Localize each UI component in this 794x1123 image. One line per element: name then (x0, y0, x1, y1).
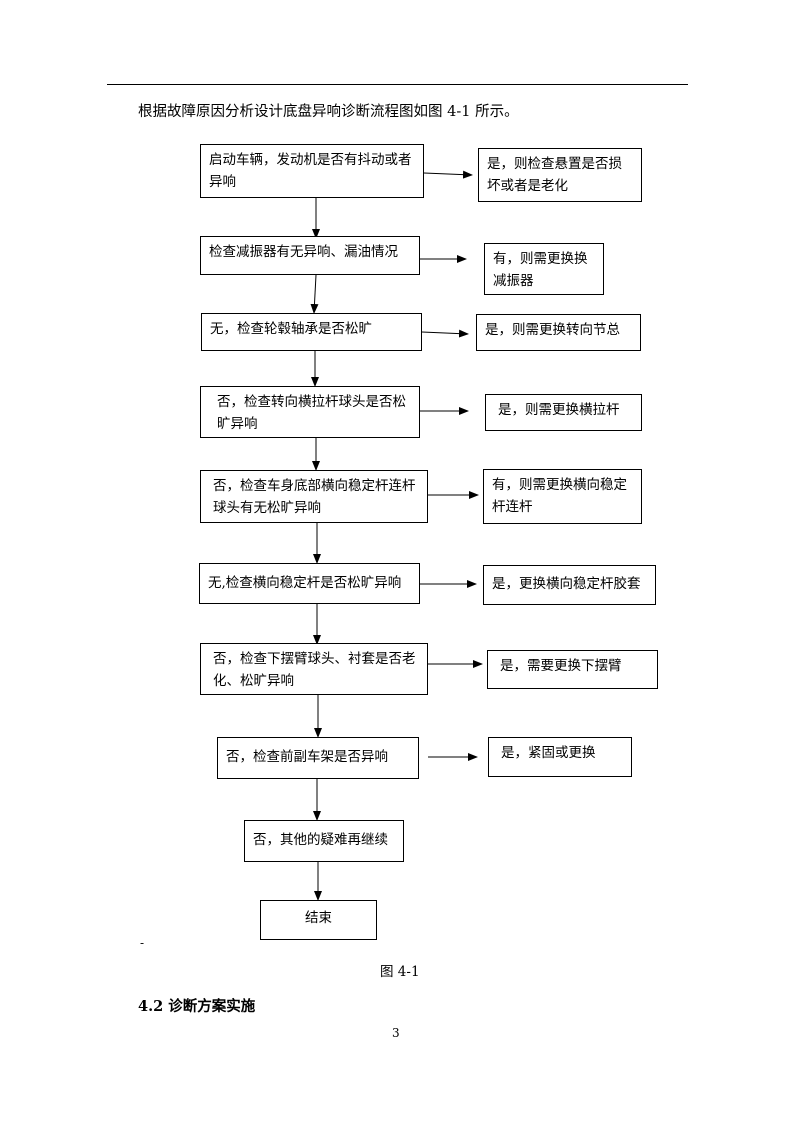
arrow-down-2 (310, 274, 319, 314)
flow-step-2: 检查减振器有无异响、漏油情况 (200, 236, 420, 275)
flow-step-5: 否，检查车身底部横向稳定杆连杆球头有无松旷异响 (200, 470, 428, 523)
flow-end: 结束 (260, 900, 377, 940)
flow-step-6: 无,检查横向稳定杆是否松旷异响 (199, 563, 420, 604)
flow-result-3: 是，则需更换转向节总 (476, 314, 641, 351)
flow-step-8: 否，检查前副车架是否异响 (217, 737, 419, 779)
flow-step-3: 无，检查轮毂轴承是否松旷 (201, 313, 422, 351)
page-number: 3 (392, 1026, 400, 1040)
flow-result-6: 是，更换横向稳定杆胶套 (483, 565, 656, 605)
figure-caption: 图 4-1 (380, 964, 420, 980)
flow-step-final: 否，其他的疑难再继续 (244, 820, 404, 862)
flow-result-7: 是，需要更换下摆臂 (487, 650, 658, 689)
flow-step-7: 否，检查下摆臂球头、衬套是否老化、松旷异响 (200, 643, 428, 695)
flow-step-4: 否，检查转向横拉杆球头是否松旷异响 (200, 386, 420, 438)
arrow-right-1 (423, 170, 473, 179)
flow-result-5: 有，则需更换横向稳定杆连杆 (483, 469, 642, 524)
flow-result-2: 有，则需更换换减振器 (484, 243, 604, 295)
flow-result-1: 是，则检查悬置是否损坏或者是老化 (478, 148, 642, 202)
intro-paragraph: 根据故障原因分析设计底盘异响诊断流程图如图 4-1 所示。 (138, 104, 519, 120)
section-heading: 4.2 诊断方案实施 (138, 998, 256, 1015)
flow-step-1: 启动车辆，发动机是否有抖动或者异响 (200, 144, 424, 198)
stray-mark: - (140, 936, 145, 950)
header-rule (107, 84, 688, 85)
arrow-right-3 (421, 329, 469, 338)
flow-result-4: 是，则需更换横拉杆 (485, 394, 642, 431)
flow-result-8: 是，紧固或更换 (488, 737, 632, 777)
